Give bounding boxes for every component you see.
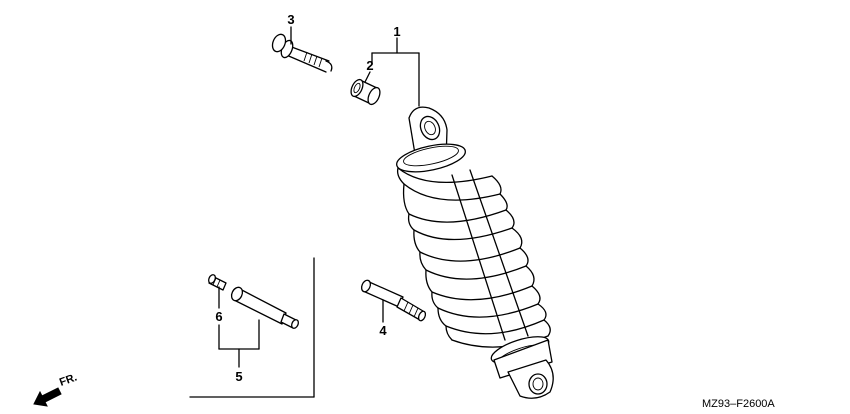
rear-shock-absorber-part-1 [396, 106, 554, 399]
leader-lines [189, 26, 420, 398]
stud-part-4 [360, 279, 427, 322]
pin-part-5 [230, 286, 299, 329]
callout-5: 5 [235, 369, 242, 384]
callout-labels: 3 1 2 4 6 5 [215, 12, 400, 384]
callout-4: 4 [379, 323, 387, 338]
callout-2: 2 [366, 58, 373, 73]
flange-bolt-part-3 [271, 33, 333, 73]
front-arrow-icon [33, 387, 62, 407]
collar-part-2 [350, 78, 381, 106]
callout-1: 1 [393, 24, 400, 39]
callout-3: 3 [287, 12, 294, 27]
drawing-code: MZ93–F2600A [702, 398, 775, 410]
front-direction-indicator: FR. [33, 371, 79, 407]
callout-6: 6 [215, 309, 222, 324]
nut-part-6 [208, 274, 227, 291]
front-label: FR. [58, 371, 79, 388]
